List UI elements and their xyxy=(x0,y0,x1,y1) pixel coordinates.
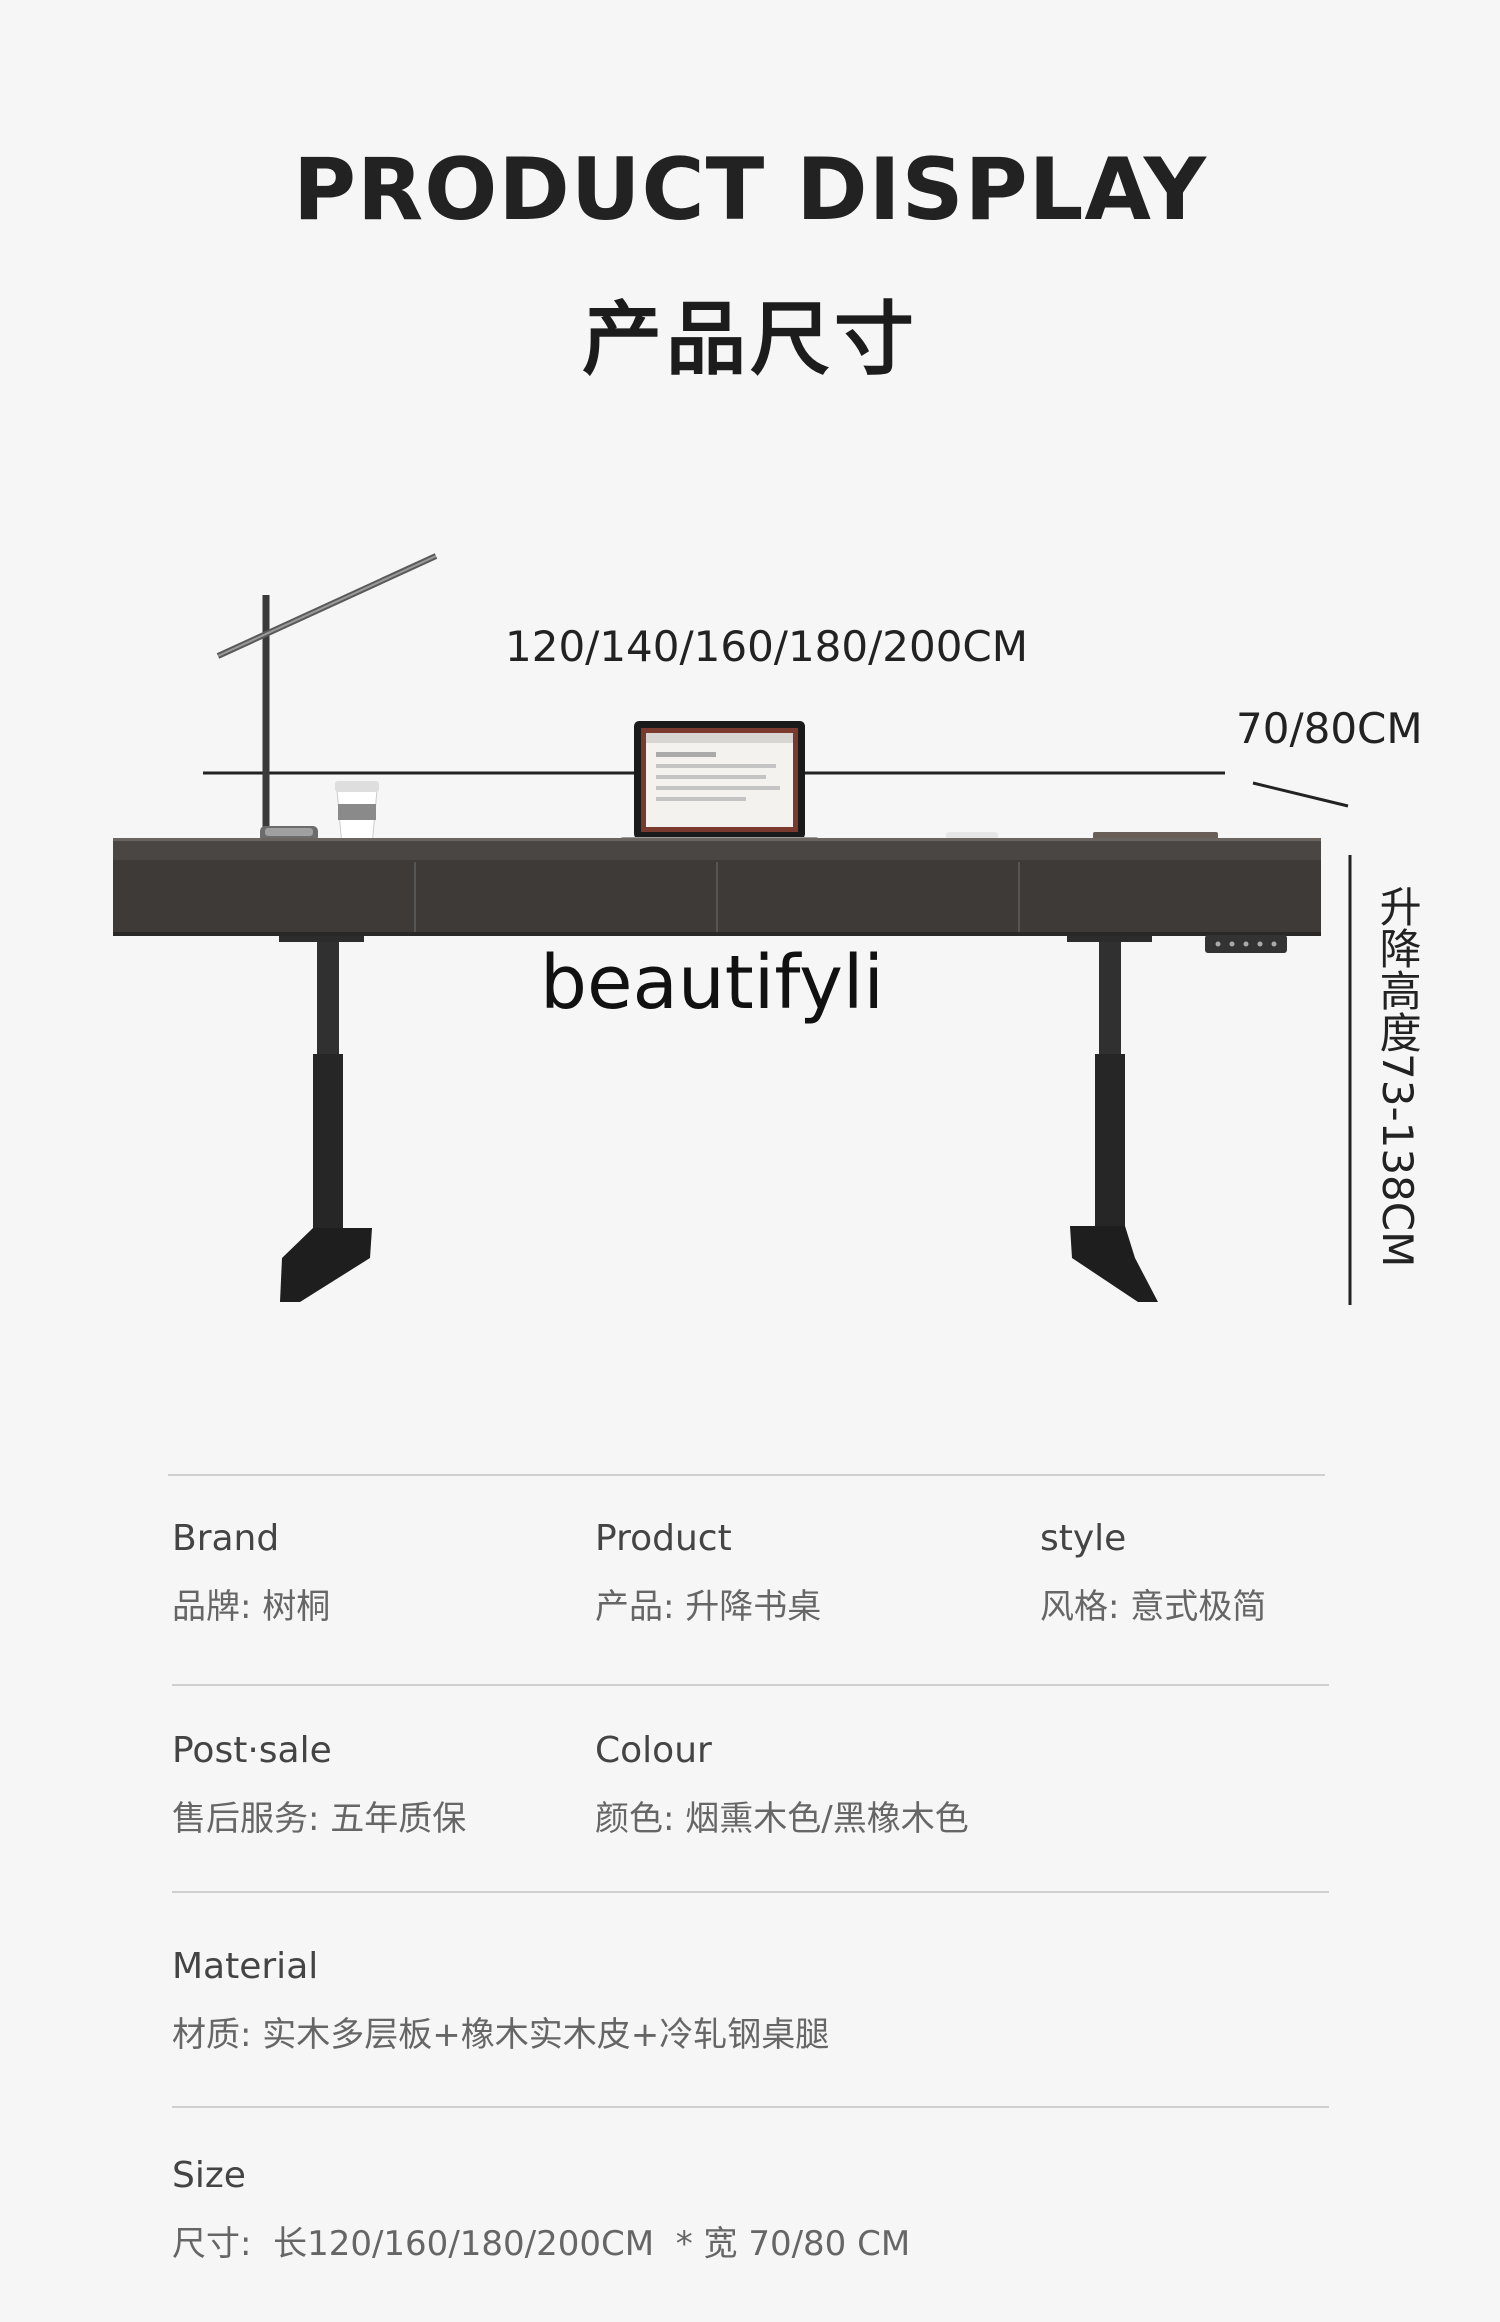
divider xyxy=(172,2106,1329,2108)
watermark-text: beautifyli xyxy=(540,940,884,1026)
divider xyxy=(168,1474,1325,1476)
spec-material: Material 材质: 实木多层板+橡木实木皮+冷轧钢桌腿 xyxy=(172,1946,829,2056)
spec-value: 品牌: 树桐 xyxy=(172,1587,331,1627)
height-dimension-label: 升降高度73-138CM xyxy=(1373,885,1423,1268)
spec-label: style xyxy=(1040,1518,1127,1559)
page-title-en: PRODUCT DISPLAY xyxy=(292,140,1208,240)
spec-label: Material xyxy=(172,1946,319,1987)
spec-label: Post·sale xyxy=(172,1730,332,1771)
width-dimension-label: 120/140/160/180/200CM xyxy=(505,622,1028,671)
coffee-cup-icon xyxy=(335,781,379,847)
page-title-cn: 产品尺寸 xyxy=(582,293,918,386)
divider xyxy=(172,1684,1329,1686)
spec-value: 风格: 意式极简 xyxy=(1040,1587,1267,1627)
spec-value: 颜色: 烟熏木色/黑橡木色 xyxy=(595,1799,969,1839)
spec-size: Size 尺寸: 长120/160/180/200CM * 宽 70/80 CM xyxy=(172,2155,910,2265)
desk-mat xyxy=(1093,832,1218,839)
spec-post-sale: Post·sale 售后服务: 五年质保 xyxy=(172,1730,466,1840)
spec-label: Colour xyxy=(595,1730,712,1771)
desk-illustration xyxy=(113,553,1352,1305)
spec-product: Product 产品: 升降书桌 xyxy=(595,1518,821,1628)
spec-label: Brand xyxy=(172,1518,280,1559)
right-leg xyxy=(1067,936,1158,1302)
spec-style: style 风格: 意式极简 xyxy=(1040,1518,1266,1628)
spec-label: Product xyxy=(595,1518,732,1559)
laptop-icon xyxy=(620,721,819,845)
depth-dimension-line xyxy=(1252,781,1349,808)
desk-top xyxy=(113,838,1321,953)
spec-brand: Brand 品牌: 树桐 xyxy=(172,1518,330,1628)
spec-value: 产品: 升降书桌 xyxy=(595,1587,822,1627)
spec-label: Size xyxy=(172,2155,246,2196)
spec-value: 材质: 实木多层板+橡木实木皮+冷轧钢桌腿 xyxy=(172,2015,830,2055)
desk-lamp-icon xyxy=(216,553,438,842)
spec-value: 售后服务: 五年质保 xyxy=(172,1799,467,1839)
divider xyxy=(172,1891,1329,1893)
left-leg xyxy=(279,936,372,1302)
depth-dimension-label: 70/80CM xyxy=(1236,704,1423,753)
spec-colour: Colour 颜色: 烟熏木色/黑橡木色 xyxy=(595,1730,969,1840)
spec-value: 尺寸: 长120/160/180/200CM * 宽 70/80 CM xyxy=(172,2224,911,2264)
